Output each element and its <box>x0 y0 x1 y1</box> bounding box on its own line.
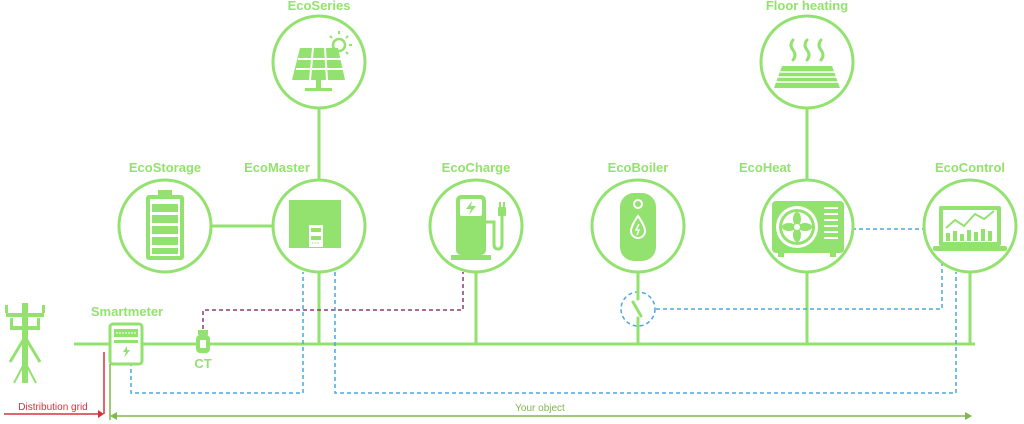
node-ct: CT <box>194 330 212 371</box>
node-floor-heating: Floor heating <box>759 0 855 110</box>
ecomaster-label: EcoMaster <box>244 160 310 175</box>
ecocontrol-label: EcoControl <box>935 160 1005 175</box>
relay-switch-icon <box>631 290 643 328</box>
ecoboiler-label: EcoBoiler <box>608 160 669 175</box>
node-ecoheat: EcoHeat <box>739 160 855 274</box>
node-ecocontrol: EcoControl <box>922 160 1018 274</box>
ev-charger-icon <box>451 195 506 260</box>
ecomaster-to-ecocontrol-data-line <box>334 272 957 394</box>
solar-panel-icon <box>292 31 352 91</box>
boiler-switch-to-ecocontrol-data-line <box>656 263 943 310</box>
node-ecostorage: EcoStorage <box>117 160 213 274</box>
node-ecocharge: EcoCharge <box>428 160 524 274</box>
node-ecomaster: EcoMaster <box>244 160 367 274</box>
ct-to-ecocharge-data-line <box>202 272 464 336</box>
monitor-chart-icon <box>933 206 1007 251</box>
distribution-grid-label: Distribution grid <box>18 402 87 413</box>
floor-heating-icon <box>774 38 840 88</box>
inverter-icon <box>289 200 341 248</box>
distribution-grid-marker: Distribution grid <box>4 352 105 418</box>
node-smartmeter: Smartmeter <box>91 304 163 366</box>
power-pole-icon <box>5 303 45 384</box>
ecoseries-label: EcoSeries <box>288 0 351 13</box>
ecostorage-label: EcoStorage <box>129 160 201 175</box>
node-ecoseries: EcoSeries <box>271 0 367 110</box>
node-ecoboiler: EcoBoiler <box>590 160 686 274</box>
ct-label: CT <box>194 356 211 371</box>
battery-icon <box>146 190 184 260</box>
ecoheat-label: EcoHeat <box>739 160 792 175</box>
node-circle <box>759 14 855 110</box>
smartmeter-to-ecomaster-data-line <box>130 272 304 394</box>
smart-meter-icon <box>108 322 144 366</box>
water-boiler-icon <box>620 193 656 261</box>
your-object-label: Your object <box>515 403 565 414</box>
floor-heating-label: Floor heating <box>766 0 848 13</box>
your-object-bracket: Your object <box>109 364 972 420</box>
smartmeter-label: Smartmeter <box>91 304 163 319</box>
heat-pump-icon <box>772 201 844 257</box>
current-transformer-icon <box>196 330 210 353</box>
ecocharge-label: EcoCharge <box>442 160 511 175</box>
